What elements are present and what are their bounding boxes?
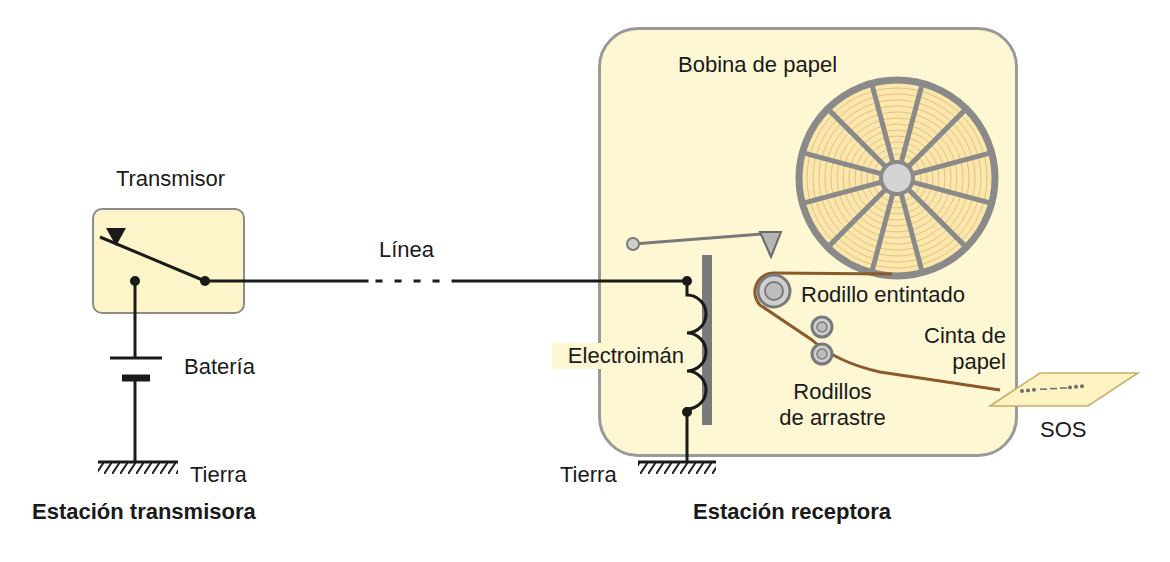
key-marker <box>106 228 126 246</box>
terminal-dot <box>682 276 692 286</box>
paper-tape <box>755 273 1000 390</box>
contact-dot <box>130 276 140 286</box>
paper-slip <box>990 373 1138 406</box>
station-title: Estación transmisora <box>32 499 256 525</box>
drag-rollers <box>812 317 832 364</box>
line-wire <box>245 280 598 283</box>
component-label: Batería <box>184 354 255 380</box>
station-title: Estación receptora <box>693 499 891 525</box>
message-label: SOS <box>1040 417 1086 443</box>
line-label: Línea <box>379 237 434 263</box>
component-label: Tierra <box>190 462 247 488</box>
transmitter-box: Transmisor <box>92 208 245 314</box>
switch <box>100 237 245 358</box>
part-label: Rodillos de arrastre <box>779 379 886 431</box>
ground-symbol <box>638 462 716 474</box>
heading: Transmisor <box>74 166 267 192</box>
component-label: Tierra <box>560 462 617 488</box>
battery-symbol <box>110 358 162 462</box>
part-label: Electroimán <box>552 343 686 369</box>
electromagnet-coil <box>598 281 706 462</box>
part-label: Bobina de papel <box>678 52 878 78</box>
ink-roller <box>758 275 790 307</box>
pivot-dot <box>200 276 210 286</box>
ground-symbol <box>98 462 178 474</box>
terminal-dot <box>682 407 692 417</box>
paper-reel <box>799 80 995 276</box>
part-label: Rodillo entintado <box>801 282 1011 308</box>
part-label: Cinta de papel <box>896 323 1006 375</box>
armature-lever <box>627 232 781 257</box>
